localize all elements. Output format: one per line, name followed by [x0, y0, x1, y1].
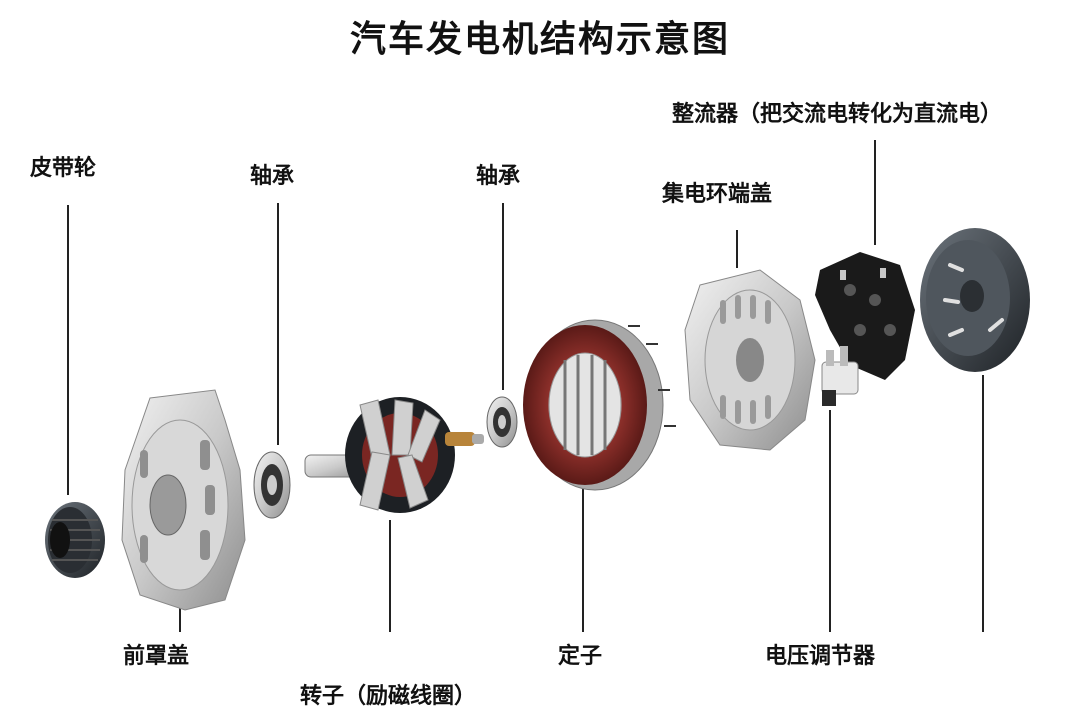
stator-part	[523, 319, 664, 491]
front-cover-part	[121, 389, 246, 611]
voltage-regulator-part	[821, 346, 859, 406]
rotor-part	[304, 397, 484, 513]
bearing-left-part	[253, 451, 291, 519]
label-front-cover: 前罩盖	[123, 644, 190, 669]
label-bearing-left: 轴承	[250, 164, 295, 189]
label-bearing-right: 轴承	[476, 164, 521, 189]
rectifier-part	[815, 252, 915, 380]
label-pulley: 皮带轮	[30, 156, 97, 181]
label-rotor: 转子（励磁线圈）	[300, 684, 477, 709]
rear-cover-part	[920, 228, 1030, 372]
bearing-right-part	[486, 396, 518, 448]
pulley-part	[45, 502, 105, 578]
diagram-title: 汽车发电机结构示意图	[349, 19, 730, 60]
label-slip-ring-end-cover: 集电环端盖	[662, 182, 773, 207]
screws	[628, 325, 676, 427]
slip-ring-end-cover-part	[684, 269, 816, 451]
label-stator: 定子	[558, 644, 603, 669]
leader-lines	[67, 140, 984, 632]
label-rectifier: 整流器（把交流电转化为直流电）	[672, 102, 1003, 127]
label-voltage-regulator: 电压调节器	[765, 644, 876, 669]
